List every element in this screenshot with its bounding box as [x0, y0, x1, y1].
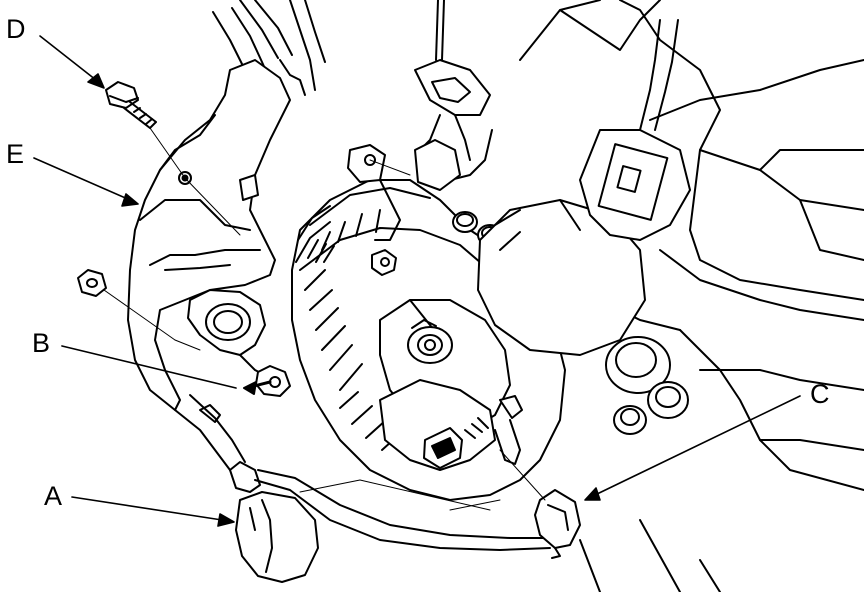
bolt-d — [106, 82, 156, 128]
engine-bosses — [606, 337, 688, 434]
canister — [478, 200, 645, 355]
upper-cable — [213, 0, 325, 95]
terminal-b — [188, 290, 290, 396]
lower-cable — [175, 395, 555, 550]
upper-right-cable — [415, 0, 492, 190]
callout-label-e: E — [6, 139, 25, 169]
leader-lines — [34, 36, 800, 526]
boot-a — [236, 492, 318, 582]
callout-label-d: D — [6, 14, 26, 44]
callout-label-a: A — [44, 481, 63, 511]
nut — [78, 270, 106, 296]
connector-c — [535, 490, 580, 558]
alternator-connector — [380, 380, 520, 470]
callout-label-b: B — [32, 328, 51, 358]
reference-lines — [104, 128, 545, 510]
sensor-connector — [580, 20, 690, 240]
callout-label-c: C — [810, 379, 830, 409]
harness-cover-e — [128, 60, 290, 410]
